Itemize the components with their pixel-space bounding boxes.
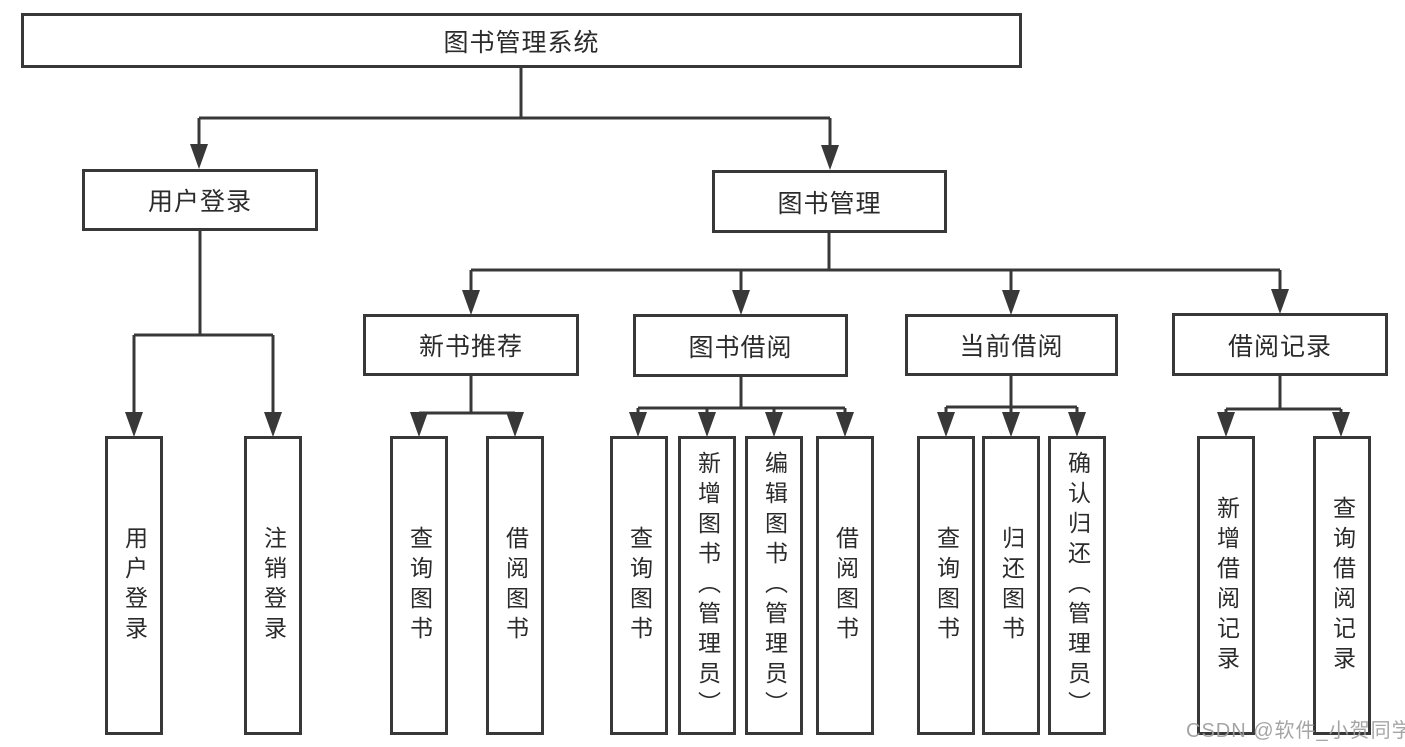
node-leaf-add-books-admin: 新增图书（管理员） [678,436,736,735]
node-label: 查询图书 [933,525,960,646]
node-leaf-borrow-books-recommend: 借阅图书 [486,436,544,735]
node-label: 编辑图书（管理员） [761,450,788,721]
node-leaf-query-borrow-record: 查询借阅记录 [1313,436,1371,735]
node-label: 确认归还（管理员） [1064,450,1091,721]
node-leaf-logout: 注销登录 [244,436,302,735]
node-library-system: 图书管理系统 [21,13,1022,68]
node-leaf-add-borrow-record: 新增借阅记录 [1197,436,1255,735]
node-leaf-confirm-return-admin: 确认归还（管理员） [1048,436,1106,735]
node-leaf-borrow-books: 借阅图书 [816,436,874,735]
node-label: 新增图书（管理员） [694,450,721,721]
node-new-book-recommend: 新书推荐 [363,314,579,376]
node-label: 图书借阅 [688,333,793,362]
node-label: 图书管理系统 [443,28,600,57]
node-user-login: 用户登录 [82,169,318,231]
node-label: 当前借阅 [959,333,1064,361]
node-label: 借阅图书 [502,525,529,646]
node-label: 用户登录 [121,525,148,646]
node-book-management: 图书管理 [712,170,947,233]
node-label: 查询图书 [626,525,653,646]
node-leaf-user-login: 用户登录 [105,436,163,735]
node-label: 新增借阅记录 [1213,495,1240,676]
node-label: 图书管理 [777,189,882,218]
node-label: 借阅图书 [832,525,859,646]
node-borrow-records: 借阅记录 [1172,313,1388,376]
node-leaf-return-books: 归还图书 [982,436,1040,735]
node-book-borrow: 图书借阅 [633,314,848,377]
node-current-borrow: 当前借阅 [905,314,1118,376]
node-leaf-edit-books-admin: 编辑图书（管理员） [745,436,803,735]
node-label: 借阅记录 [1227,332,1332,361]
node-leaf-query-books-borrow: 查询图书 [610,436,668,735]
node-leaf-query-books-recommend: 查询图书 [390,436,448,735]
node-leaf-query-books-current: 查询图书 [917,436,975,735]
node-label: 注销登录 [260,525,287,646]
watermark: CSDN @软件_小贺同学 [1186,720,1405,742]
node-label: 查询图书 [406,525,433,646]
node-label: 用户登录 [147,188,252,216]
node-label: 查询借阅记录 [1329,495,1356,676]
node-label: 新书推荐 [418,333,523,361]
node-label: 归还图书 [998,525,1025,646]
